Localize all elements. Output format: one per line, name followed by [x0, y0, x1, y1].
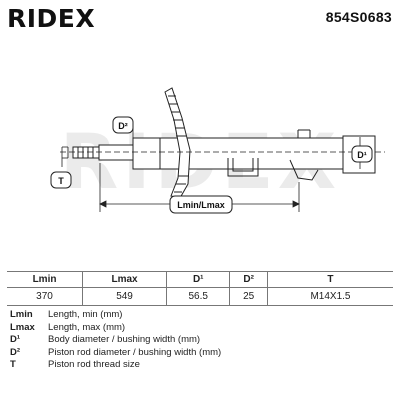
legend-desc: Piston rod thread size — [48, 359, 140, 370]
legend: Lmin Length, min (mm) Lmax Length, max (… — [10, 309, 221, 372]
spec-header-d2: D² — [229, 271, 268, 288]
label-length: Lmin/Lmax — [177, 200, 225, 210]
legend-key: Lmin — [10, 309, 33, 320]
shock-body — [132, 137, 344, 170]
legend-item: T Piston rod thread size — [10, 359, 221, 372]
label-d2: D² — [118, 121, 128, 131]
legend-key: T — [10, 359, 16, 370]
part-number: 854S0683 — [325, 9, 392, 25]
label-d1-badge: D¹ — [351, 145, 373, 163]
spec-value-d1: 56.5 — [166, 287, 230, 306]
brand-logo-text: RIDEX — [7, 4, 96, 33]
legend-key: Lmax — [10, 321, 35, 333]
spec-header-lmax: Lmax — [82, 271, 167, 288]
spec-table: Lmin Lmax D¹ D² T 370 549 56.5 25 M14X1.… — [7, 271, 393, 306]
hose-clip — [227, 158, 259, 177]
label-d1: D¹ — [357, 150, 367, 160]
spec-table-header-row: Lmin Lmax D¹ D² T — [7, 271, 393, 288]
spec-value-d2: 25 — [229, 287, 268, 306]
knuckle-tab — [289, 159, 319, 181]
spec-value-lmax: 549 — [82, 287, 167, 306]
label-length-badge: Lmin/Lmax — [169, 195, 233, 214]
shock-absorber-diagram: RIDEX — [50, 87, 385, 214]
legend-item: D² Piston rod diameter / bushing width (… — [10, 347, 221, 360]
spec-header-lmin: Lmin — [7, 271, 83, 288]
spec-value-t: M14X1.5 — [266, 287, 393, 306]
spec-header-d1: D¹ — [166, 271, 230, 288]
brand-logo: RIDEX — [7, 4, 95, 33]
label-d2-badge: D² — [112, 116, 134, 134]
legend-key: D² — [10, 346, 21, 358]
label-t-badge: T — [50, 171, 72, 189]
legend-desc: Body diameter / bushing width (mm) — [48, 334, 201, 345]
legend-desc: Length, min (mm) — [48, 309, 123, 320]
piston-rod — [98, 144, 134, 161]
legend-desc: Length, max (mm) — [48, 321, 126, 333]
spec-header-t: T — [266, 271, 393, 288]
thread-tip — [72, 146, 100, 159]
spec-value-lmin: 370 — [7, 287, 83, 306]
legend-key: D¹ — [10, 334, 21, 345]
legend-item: Lmax Length, max (mm) — [10, 322, 221, 335]
spec-table-value-row: 370 549 56.5 25 M14X1.5 — [7, 287, 393, 306]
legend-item: D¹ Body diameter / bushing width (mm) — [10, 334, 221, 347]
label-t: T — [58, 176, 64, 186]
header-bar: RIDEX 854S0683 — [0, 0, 400, 38]
legend-desc: Piston rod diameter / bushing width (mm) — [48, 346, 222, 358]
legend-item: Lmin Length, min (mm) — [10, 309, 221, 322]
